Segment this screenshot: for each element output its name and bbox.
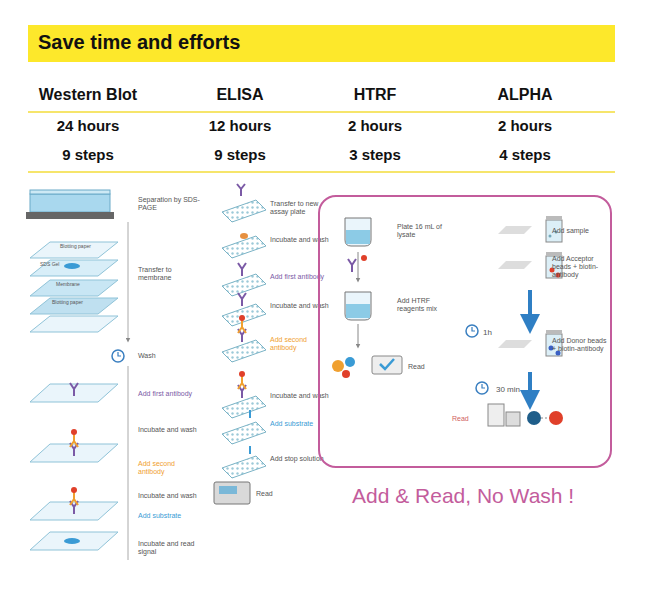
western-blot-illustration (26, 190, 128, 560)
step-label: Add Acceptor beads + biotin-antibody (552, 255, 610, 279)
step-label: Add first antibody (138, 390, 208, 398)
step-label: Read (452, 415, 482, 423)
step-label: Read (408, 363, 438, 371)
step-label: Add substrate (138, 512, 198, 520)
step-label: Add second antibody (270, 336, 318, 352)
step-label: Incubate and wash (270, 392, 340, 400)
layer-label: Membrane (56, 282, 96, 288)
duration: 2 hours (348, 117, 402, 134)
elisa-illustration (214, 184, 266, 504)
step-label: Plate 16 mL of lysate (397, 223, 452, 239)
column-header: ALPHA (497, 86, 552, 104)
step-label: Add sample (552, 227, 602, 235)
table-rule (28, 171, 615, 173)
title-band: Save time and efforts (28, 25, 615, 62)
step-count: 3 steps (349, 146, 401, 163)
step-label: Incubate and read signal (138, 540, 196, 556)
step-label: Incubate and wash (138, 492, 208, 500)
step-label: Add first antibody (270, 273, 340, 281)
step-label: Add HTRF reagents mix (397, 297, 457, 313)
step-count: 9 steps (62, 146, 114, 163)
duration: 12 hours (209, 117, 272, 134)
step-count: 4 steps (499, 146, 551, 163)
step-label: Wash (138, 352, 178, 360)
column-header: HTRF (354, 86, 397, 104)
column-header: Western Blot (39, 86, 137, 104)
step-label: Add stop solution (270, 455, 330, 463)
step-label: Incubate and wash (270, 302, 340, 310)
column-header: ELISA (216, 86, 263, 104)
layer-label: Blotting paper (52, 300, 102, 306)
step-label: 1h (483, 328, 503, 337)
step-label: Transfer to new assay plate (270, 200, 320, 216)
htrf-illustration (332, 218, 478, 378)
slogan: Add & Read, No Wash ! (352, 484, 622, 508)
step-label: Add substrate (270, 420, 330, 428)
duration: 24 hours (57, 117, 120, 134)
step-count: 9 steps (214, 146, 266, 163)
step-label: Incubate and wash (138, 426, 208, 434)
step-label: 30 min (496, 385, 536, 394)
table-rule (28, 111, 615, 113)
step-label: Add Donor beads + biotin-antibody (552, 337, 610, 353)
step-label: Add second antibody (138, 460, 193, 476)
highlight-panel: Plate 16 mL of lysateAdd HTRF reagents m… (318, 195, 612, 468)
layer-label: Blotting paper (60, 244, 110, 250)
step-label: Separation by SDS-PAGE (138, 196, 200, 212)
duration: 2 hours (498, 117, 552, 134)
layer-label: SDS Gel (40, 262, 68, 268)
step-label: Transfer to membrane (138, 266, 200, 282)
alpha-illustration (476, 216, 563, 426)
step-label: Incubate and wash (270, 236, 340, 244)
step-label: Read (256, 490, 296, 498)
